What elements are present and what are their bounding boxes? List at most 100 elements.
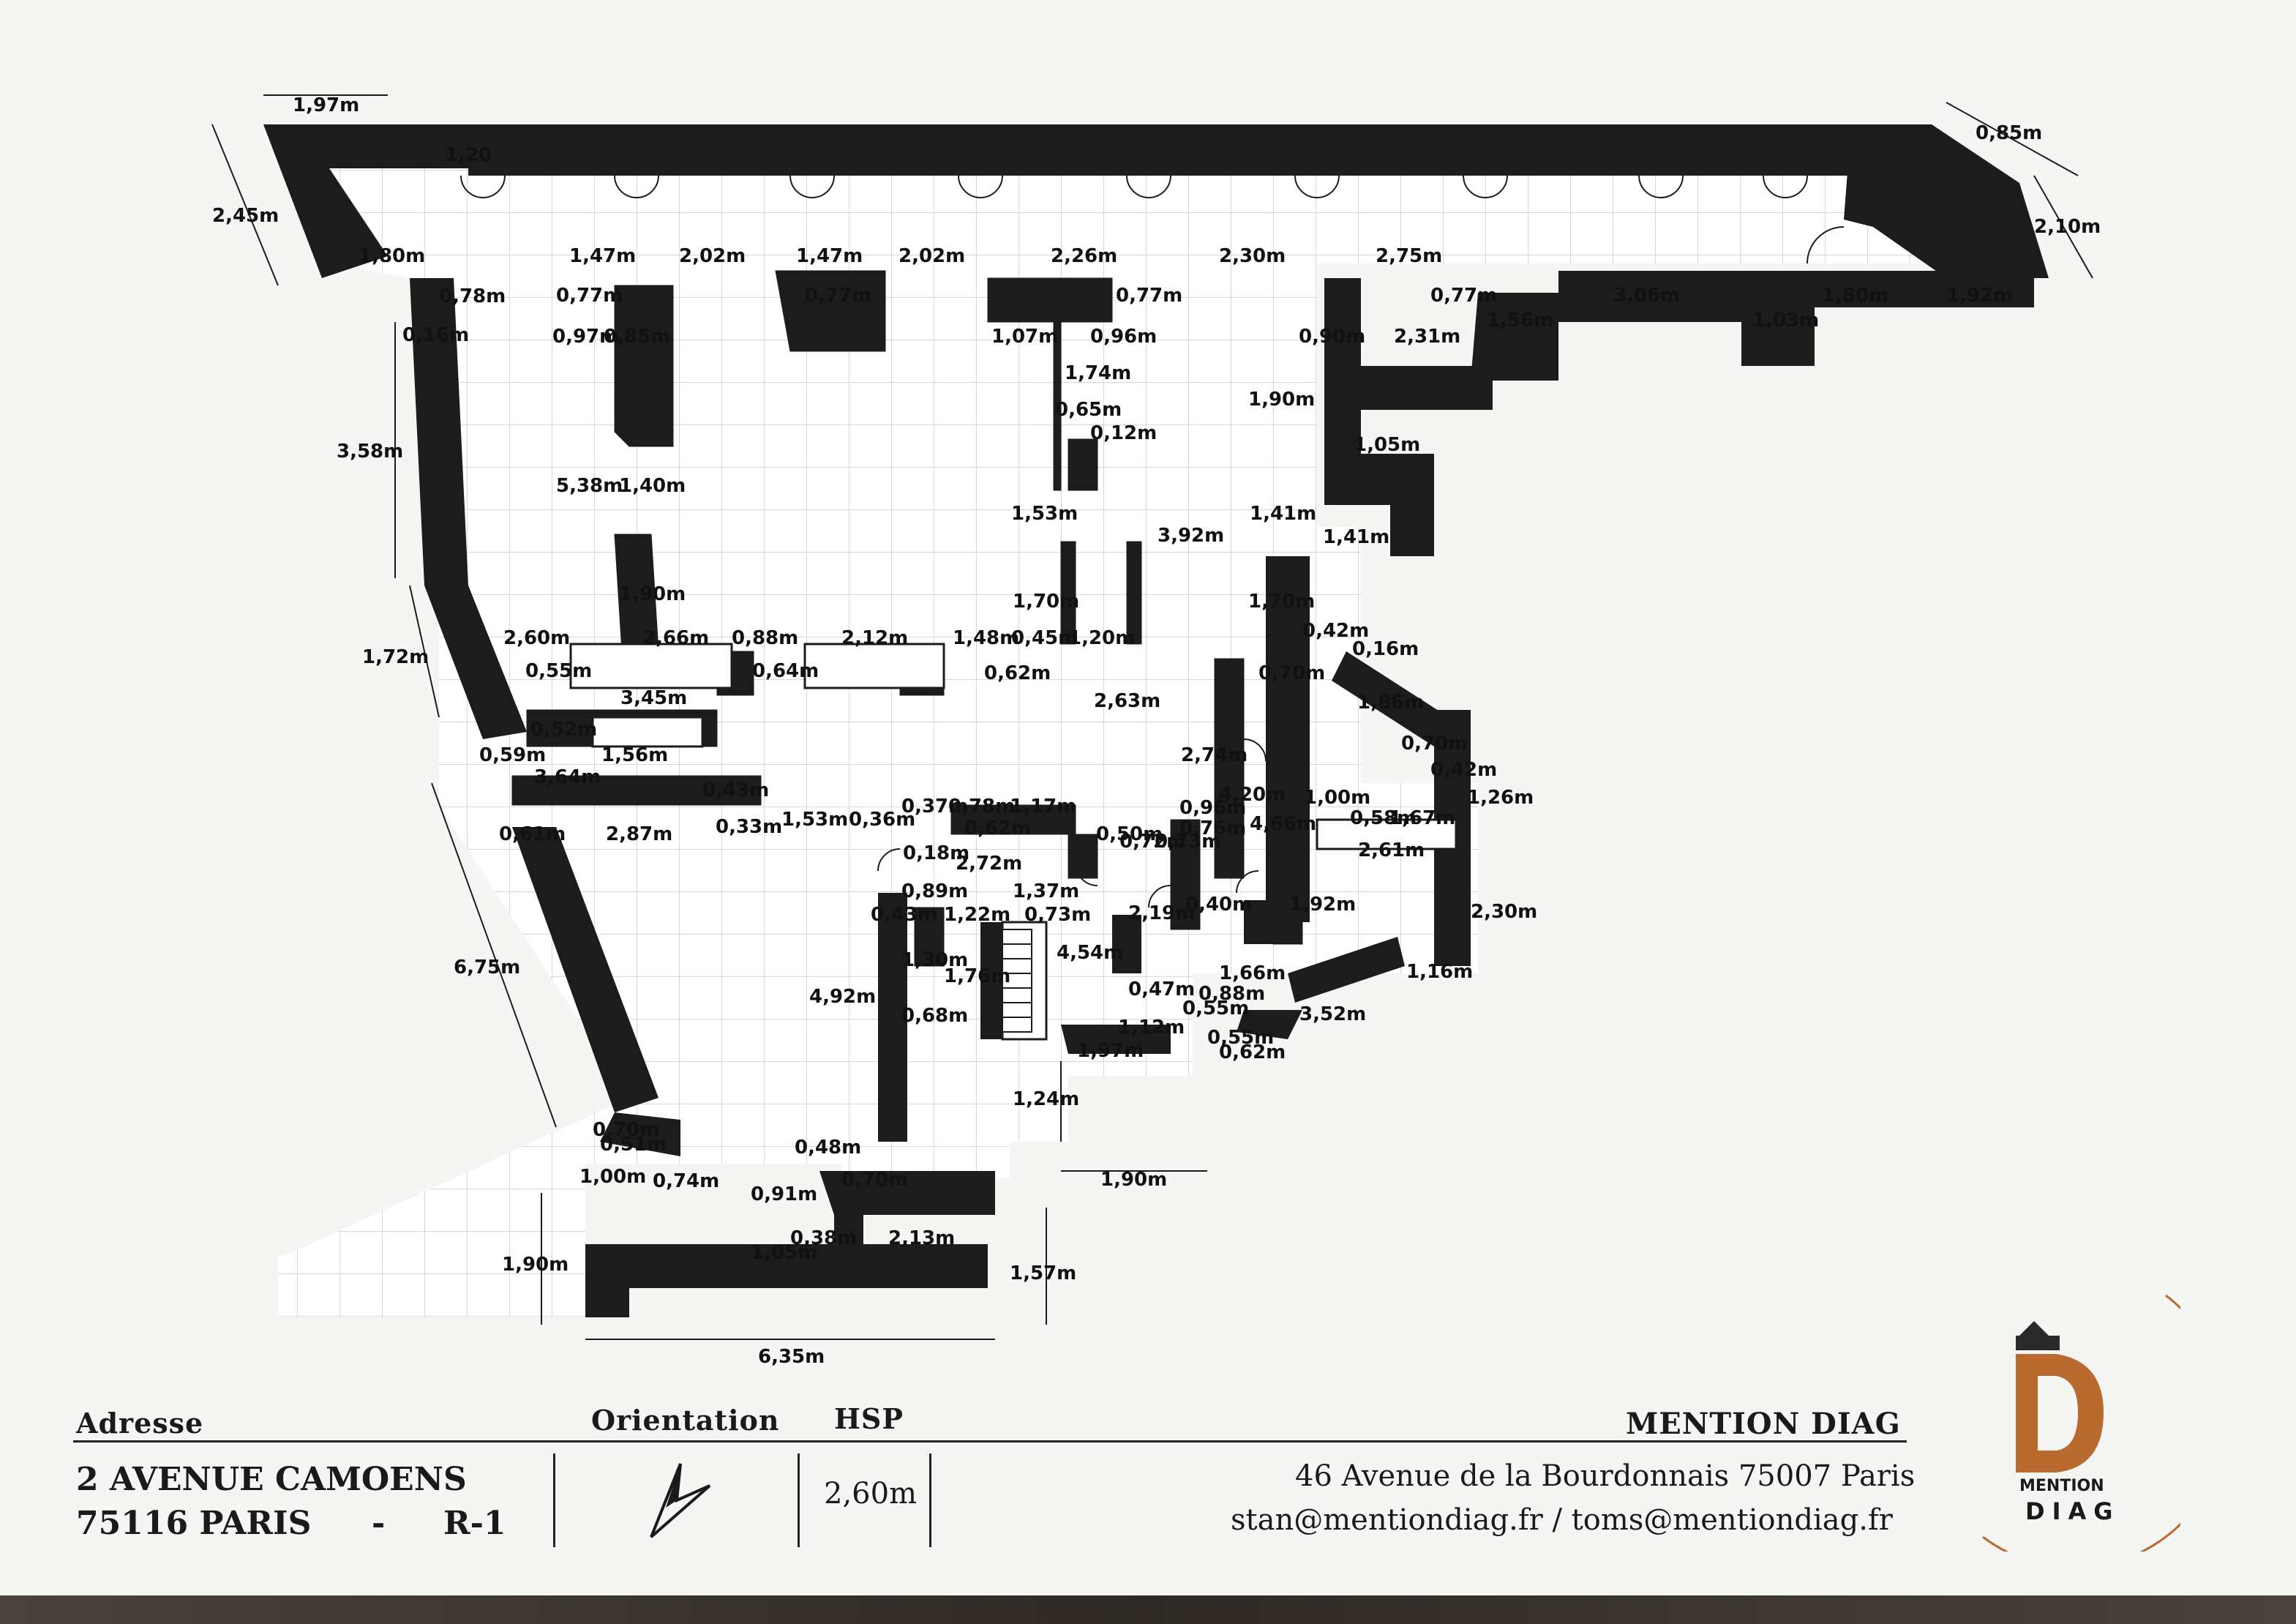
dimension-label: 0,65m — [1055, 399, 1122, 421]
title-block-divider — [553, 1453, 555, 1547]
dimension-label: 0,76m — [1179, 817, 1246, 839]
dimension-label: 0,36m — [849, 809, 915, 831]
dimension-label: 0,48m — [795, 1137, 861, 1159]
dimension-label: 0,12m — [1090, 422, 1157, 444]
dimension-label: 2,13m — [888, 1227, 955, 1249]
dimension-label: 6,75m — [454, 957, 520, 978]
dimension-label: 2,60m — [503, 627, 570, 649]
dimension-label: 1,12m — [1118, 1017, 1185, 1039]
dimension-label: 1,16m — [1406, 961, 1473, 983]
dimension-label: 0,70m — [593, 1119, 659, 1141]
staircase — [1002, 929, 1032, 1033]
dimension-label: 2,30m — [1219, 245, 1286, 267]
address-line-2: 75116 PARIS — [76, 1505, 312, 1542]
dimension-label: 3,92m — [1158, 525, 1224, 547]
dimension-label: 0,18m — [903, 842, 969, 864]
floor-plan-drawing: 1,97m 2,45m 1,20 0,85m 2,10m 1,80m 0,78m… — [211, 94, 2101, 1368]
dimension-label: 0,89m — [901, 880, 968, 902]
dimension-label: 2,72m — [956, 853, 1022, 875]
dimension-label: 2,87m — [606, 823, 672, 845]
dimension-label: 0,37m — [901, 796, 968, 817]
dimension-label: 1,74m — [1065, 362, 1131, 384]
dimension-label: 0,73m — [1024, 904, 1091, 926]
dimension-label: 0,85m — [604, 326, 670, 348]
dimension-label: 0,73m — [1155, 831, 1221, 853]
dimension-label: 0,58m — [1350, 807, 1417, 829]
dimension-label: 1,37m — [1013, 880, 1079, 902]
dimension-label: 1,22m — [944, 904, 1010, 926]
dimension-label: 1,00m — [1304, 787, 1370, 809]
dimension-label: 2,02m — [898, 245, 965, 267]
dimension-label: 3,52m — [1299, 1003, 1366, 1025]
dimension-label: 1,90m — [1100, 1169, 1167, 1191]
dimension-label: 1,66m — [1219, 962, 1286, 984]
dimension-label: 1,80m — [359, 245, 425, 267]
dimension-label: 1,20 — [445, 144, 492, 166]
title-block-divider — [929, 1453, 931, 1547]
dimension-label: 1,05m — [751, 1242, 817, 1264]
dimension-label: 1,20m — [1068, 627, 1135, 649]
dimension-label: 1,53m — [781, 809, 848, 831]
dimension-label: 0,43m — [871, 904, 937, 926]
dimension-label: 4,54m — [1057, 942, 1123, 964]
north-arrow-icon — [650, 1463, 711, 1538]
company-name: MENTION DIAG — [1626, 1407, 1901, 1441]
dimension-label: 2,45m — [212, 205, 279, 227]
dimension-label: 0,38m — [790, 1227, 857, 1249]
dimension-label: 3,06m — [1613, 285, 1680, 307]
dimension-label: 0,85m — [1976, 122, 2042, 144]
dimension-label: 0,55m — [1207, 1027, 1274, 1049]
dimension-label: 3,45m — [620, 687, 687, 709]
dimension-label: 0,64m — [752, 660, 819, 682]
dimension-label: 1,41m — [1323, 526, 1389, 548]
dimension-label: 2,26m — [1051, 245, 1117, 267]
dimension-label: 0,62m — [1219, 1041, 1286, 1063]
dimension-label: 0,96m — [1179, 797, 1246, 819]
dimension-label: 0,90m — [1299, 326, 1365, 348]
dimension-label: 0,61m — [499, 823, 566, 845]
dimension-label: 2,19m — [1128, 902, 1195, 924]
dimension-label: 0,33m — [716, 816, 782, 838]
dimension-label: 0,70m — [1258, 662, 1325, 684]
dimension-label: 2,02m — [679, 245, 746, 267]
logo-line-2: DIAG — [2025, 1497, 2120, 1525]
dimension-label: 0,72m — [1119, 831, 1186, 853]
level-label: R-1 — [443, 1505, 506, 1542]
dimension-label: 0,42m — [1302, 620, 1369, 642]
dimension-lines — [211, 94, 2093, 1340]
dimension-label: 0,88m — [732, 627, 798, 649]
dimension-label: 2,74m — [1181, 744, 1248, 766]
dimension-label: 1,30m — [901, 949, 968, 971]
company-address: 46 Avenue de la Bourdonnais 75007 Paris — [1295, 1459, 1916, 1493]
dimension-label: 0,47m — [1128, 978, 1195, 1000]
dimension-label: 0,62m — [984, 662, 1051, 684]
dimension-label: 1,07m — [991, 326, 1058, 348]
dimension-label: 0,42m — [1430, 759, 1497, 781]
dimension-label: 0,88m — [1198, 983, 1265, 1005]
dimension-label: 1,47m — [796, 245, 863, 267]
dimension-label: 0,16m — [402, 324, 469, 346]
dimension-label: 0,78m — [948, 796, 1015, 817]
dimension-label: 4,66m — [1250, 813, 1316, 835]
dimension-label: 1,76m — [944, 965, 1010, 987]
dimension-label: 2,30m — [1471, 901, 1537, 923]
dimension-label: 1,92m — [1289, 894, 1356, 916]
dimension-label: 3,64m — [534, 766, 601, 788]
dimension-label: 1,90m — [1248, 389, 1315, 411]
company-emails: stan@mentiondiag.fr / toms@mentiondiag.f… — [1231, 1503, 1893, 1537]
hsp-header: HSP — [834, 1402, 904, 1435]
dimension-label: 0,70m — [1401, 733, 1468, 755]
dimension-label: 0,78m — [439, 285, 506, 307]
dimension-label: 1,41m — [1250, 503, 1316, 525]
dimension-label: 1,92m — [1946, 285, 2013, 307]
dimension-label: 0,70m — [841, 1169, 908, 1191]
dimension-label: 1,57m — [1010, 1262, 1076, 1284]
dimension-label: 0,51m — [600, 1134, 667, 1156]
dimension-label: 1,53m — [1011, 503, 1078, 525]
dimension-label: 0,77m — [556, 285, 623, 307]
dimension-label: 0,68m — [901, 1005, 968, 1027]
dimension-label: 5,38m — [556, 475, 623, 497]
dimension-label: 0,45m — [1011, 627, 1078, 649]
dimension-label: 0,91m — [751, 1183, 817, 1205]
dimension-label: 0,43m — [702, 779, 769, 801]
